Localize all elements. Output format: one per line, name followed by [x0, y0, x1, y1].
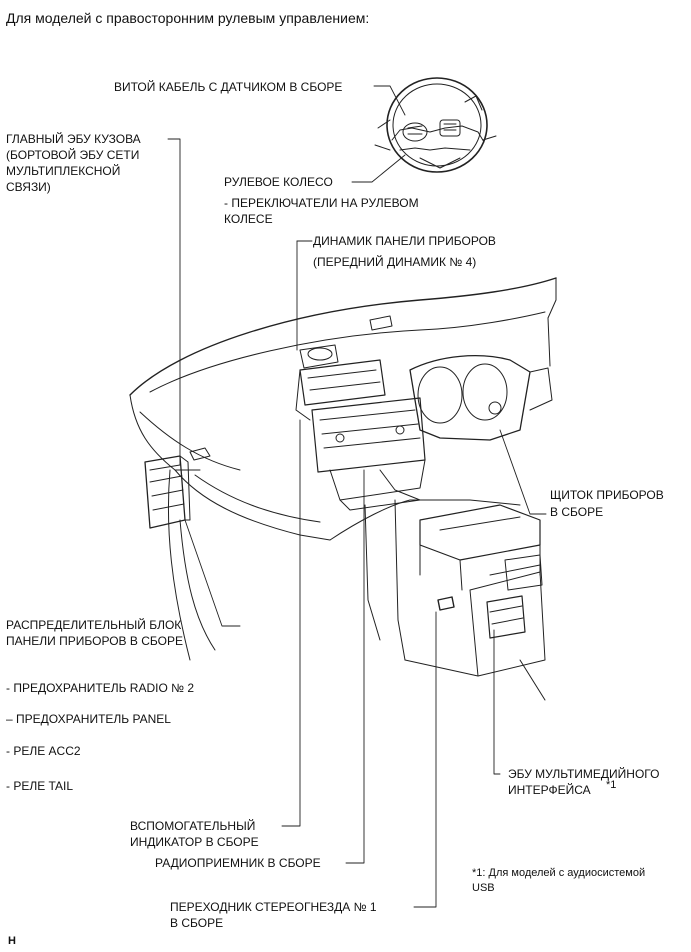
label-junction-block-line1: РАСПРЕДЕЛИТЕЛЬНЫЙ БЛОК — [6, 618, 182, 632]
corner-mark: H — [8, 935, 16, 947]
label-steering-switches-line2: КОЛЕСЕ — [224, 212, 273, 226]
footnote-line2: USB — [472, 882, 495, 894]
label-relay-tail: - РЕЛЕ TAIL — [6, 779, 74, 793]
label-multimedia-ecu-note: *1 — [606, 779, 617, 791]
label-radio-receiver: РАДИОПРИЕМНИК В СБОРЕ — [155, 856, 321, 870]
label-combination-meter-line1: ЩИТОК ПРИБОРОВ — [550, 488, 664, 502]
label-combination-meter-line2: В СБОРЕ — [550, 505, 604, 519]
label-main-body-ecu-line1: ГЛАВНЫЙ ЭБУ КУЗОВА — [6, 132, 141, 146]
footnote-line1: *1: Для моделей с аудиосистемой — [472, 867, 646, 879]
leader-lines — [167, 85, 547, 908]
label-steering-wheel: РУЛЕВОЕ КОЛЕСО — [224, 175, 333, 189]
steering-wheel-drawing — [374, 77, 497, 173]
label-fuse-radio: - ПРЕДОХРАНИТЕЛЬ RADIO № 2 — [6, 681, 195, 695]
instrument-panel-drawing — [129, 277, 557, 701]
label-speaker-line2: (ПЕРЕДНИЙ ДИНАМИК № 4) — [313, 255, 477, 269]
label-main-body-ecu-line4: СВЯЗИ) — [6, 180, 51, 194]
label-main-body-ecu-line3: МУЛЬТИПЛЕКСНОЙ — [6, 164, 121, 178]
label-speaker-line1: ДИНАМИК ПАНЕЛИ ПРИБОРОВ — [313, 234, 496, 248]
diagram-header: Для моделей с правосторонним рулевым упр… — [6, 10, 370, 26]
label-stereo-jack-line1: ПЕРЕХОДНИК СТЕРЕОГНЕЗДА № 1 — [170, 900, 377, 914]
label-multimedia-ecu-line1: ЭБУ МУЛЬТИМЕДИЙНОГО — [508, 767, 660, 781]
label-steering-switches-line1: - ПЕРЕКЛЮЧАТЕЛИ НА РУЛЕВОМ — [224, 196, 419, 210]
label-aux-indicator-line2: ИНДИКАТОР В СБОРЕ — [130, 835, 259, 849]
label-main-body-ecu-line2: (БОРТОВОЙ ЭБУ СЕТИ — [6, 148, 140, 162]
label-junction-block-line2: ПАНЕЛИ ПРИБОРОВ В СБОРЕ — [6, 634, 183, 648]
label-aux-indicator-line1: ВСПОМОГАТЕЛЬНЫЙ — [130, 819, 256, 833]
label-relay-acc2: - РЕЛЕ ACC2 — [6, 744, 81, 758]
label-spiral-cable: ВИТОЙ КАБЕЛЬ С ДАТЧИКОМ В СБОРЕ — [114, 80, 343, 94]
label-stereo-jack-line2: В СБОРЕ — [170, 916, 224, 930]
label-fuse-panel: – ПРЕДОХРАНИТЕЛЬ PANEL — [6, 712, 171, 726]
label-multimedia-ecu-line2: ИНТЕРФЕЙСА — [508, 783, 591, 797]
